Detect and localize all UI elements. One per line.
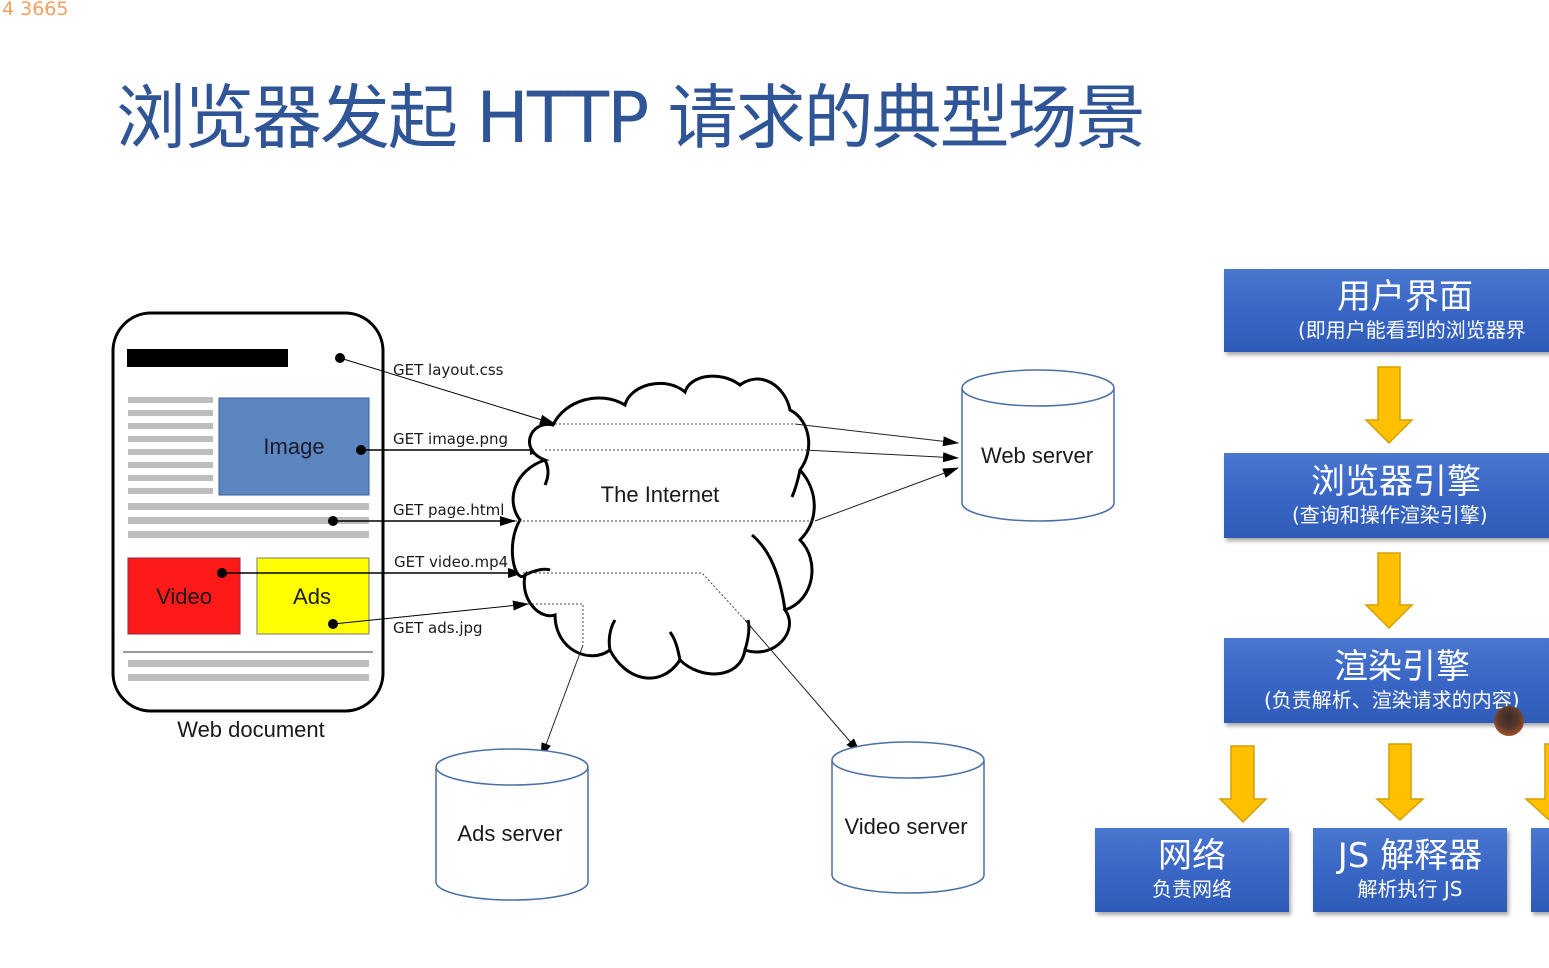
ads-server-label: Ads server — [457, 821, 562, 846]
request-arrows — [217, 353, 556, 629]
down-arrow-icon — [1524, 743, 1549, 822]
browser-engine-title: 浏览器引擎 — [1311, 462, 1481, 502]
internet-label: The Internet — [601, 482, 720, 507]
cloud-inner-curve-7 — [743, 619, 751, 651]
web-server-label: Web server — [981, 443, 1093, 468]
text-lines-left — [128, 397, 213, 494]
rendering-engine-box: 渲染引擎 (负责解析、渲染请求的内容) — [1224, 638, 1549, 723]
user-interface-subtitle: (即用户能看到的浏览器界 — [1298, 318, 1526, 342]
internet-routes — [515, 423, 815, 645]
ads-server: Ads server — [435, 748, 589, 901]
slide-counter: 4 3665 — [2, 0, 69, 20]
video-server: Video server — [831, 741, 985, 894]
rendering-engine-subtitle: (负责解析、渲染请求的内容) — [1264, 688, 1520, 712]
image-label: Image — [263, 434, 324, 459]
request-label-page: GET page.html — [393, 501, 504, 519]
request-arrow-ads — [332, 600, 529, 625]
architecture-arrows — [1218, 366, 1549, 824]
down-arrow-icon — [1364, 552, 1414, 630]
js-interpreter-box: JS 解释器 解析执行 JS — [1313, 828, 1507, 912]
request-labels: GET layout.css GET image.png GET page.ht… — [393, 361, 508, 637]
cloud-inner-curve-4 — [790, 469, 802, 498]
js-interpreter-title: JS 解释器 — [1337, 836, 1483, 876]
user-interface-box: 用户界面 (即用户能看到的浏览器界 — [1224, 269, 1549, 352]
arrow-to-web-1 — [794, 423, 959, 447]
partial-box — [1531, 828, 1549, 912]
web-document-caption: Web document — [177, 717, 325, 742]
arrow-to-web-2 — [804, 449, 959, 463]
ads-block — [256, 557, 370, 635]
down-arrow-icon — [1375, 743, 1425, 822]
cloud-inner-curve-5 — [607, 619, 617, 651]
video-label: Video — [156, 584, 212, 609]
user-interface-title: 用户界面 — [1337, 277, 1473, 317]
request-label-ads: GET ads.jpg — [393, 619, 483, 637]
request-arrow-layout — [339, 357, 556, 425]
arrow-to-ads-server — [540, 644, 584, 759]
web-document: Image Video Ads Web document — [111, 311, 385, 742]
cloud-inner-curve-1 — [543, 459, 550, 486]
network-title: 网络 — [1158, 836, 1226, 876]
cloud-shape — [510, 374, 816, 680]
request-label-video: GET video.mp4 — [394, 553, 508, 571]
cloud-inner-curve-3 — [751, 533, 787, 611]
video-server-label: Video server — [844, 814, 967, 839]
network-subtitle: 负责网络 — [1152, 877, 1232, 901]
text-lines-bottom — [128, 660, 369, 681]
text-lines-middle — [128, 503, 369, 538]
web-document-frame — [111, 311, 385, 713]
cloud-inner-curve-6 — [668, 631, 682, 661]
request-label-layout: GET layout.css — [393, 361, 504, 379]
ads-label: Ads — [293, 584, 331, 609]
arrow-to-web-3 — [814, 467, 959, 522]
page-title: 浏览器发起 HTTP 请求的典型场景 — [116, 77, 1146, 159]
mouse-cursor-icon — [1494, 706, 1524, 736]
arrow-to-video-server — [744, 619, 861, 754]
js-interpreter-subtitle: 解析执行 JS — [1357, 877, 1463, 901]
network-box: 网络 负责网络 — [1095, 828, 1289, 912]
cloud-inner-curve-2 — [524, 567, 551, 577]
rendering-engine-title: 渲染引擎 — [1334, 647, 1470, 687]
request-label-image: GET image.png — [393, 430, 508, 448]
web-server: Web server — [961, 369, 1115, 522]
server-arrows — [540, 423, 959, 759]
browser-engine-box: 浏览器引擎 (查询和操作渲染引擎) — [1224, 453, 1549, 538]
down-arrow-icon — [1218, 745, 1268, 824]
internet-cloud: The Internet — [510, 374, 816, 680]
header-bar — [127, 349, 288, 367]
browser-engine-subtitle: (查询和操作渲染引擎) — [1292, 503, 1488, 527]
down-arrow-icon — [1364, 366, 1414, 445]
image-block — [218, 397, 370, 496]
